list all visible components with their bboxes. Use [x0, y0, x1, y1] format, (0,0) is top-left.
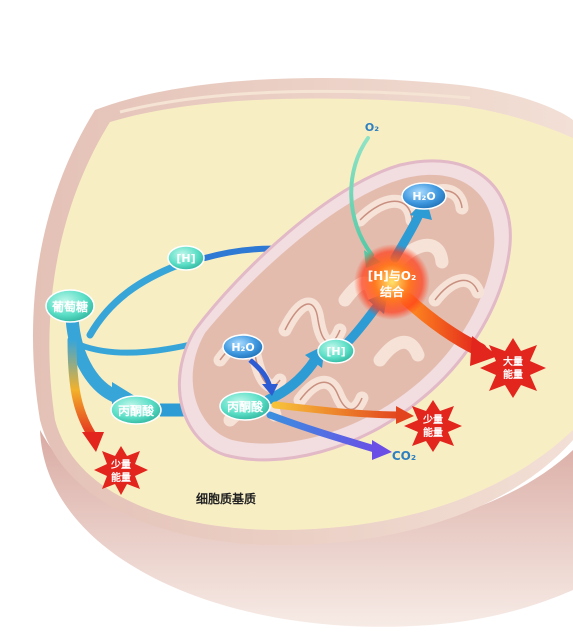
arrowhead-co2 — [372, 440, 392, 460]
label-pyruvate-mito: 丙酮酸 — [227, 399, 264, 414]
arrow-pyruvate-to-h — [263, 355, 320, 405]
node-pyruvate-mito — [219, 391, 271, 421]
node-pyruvate-cytoplasm — [110, 395, 162, 425]
label-large-energy-line2: 能量 — [503, 368, 523, 381]
combine-glow — [354, 244, 430, 320]
label-small-energy-a-line2: 能量 — [111, 471, 131, 484]
mitochondrion — [178, 159, 512, 462]
starburst-small-energy-b — [404, 400, 462, 452]
label-combine-line2: 结合 — [380, 284, 405, 299]
label-small-energy-b-line1: 少量 — [422, 413, 443, 426]
starburst-small-energy-a — [94, 446, 148, 495]
arrow-glucose-to-h — [86, 261, 182, 339]
cell-wall-shadow — [40, 430, 573, 627]
label-pyruvate-cytoplasm: 丙酮酸 — [118, 403, 155, 418]
arrow-pyruvate-to-co2 — [266, 411, 382, 454]
node-h-mito — [317, 338, 355, 364]
arrow-pyruvate-to-small-energy — [271, 401, 404, 419]
label-o2: O₂ — [365, 121, 379, 134]
node-h2o-output — [401, 182, 447, 210]
node-glucose — [45, 289, 95, 323]
arrowhead-small-energy-b — [396, 406, 414, 424]
label-co2: CO₂ — [392, 449, 416, 463]
label-combine-line1: [H]与O₂ — [368, 269, 416, 283]
label-h2o-output: H₂O — [412, 190, 435, 203]
starburst-large-energy — [480, 338, 546, 398]
label-cytoplasm: 细胞质基质 — [196, 491, 256, 506]
label-small-energy-b-line2: 能量 — [423, 426, 443, 439]
label-small-energy-a-line1: 少量 — [110, 458, 131, 471]
label-h-cytoplasm: [H] — [176, 252, 195, 265]
node-h-cytoplasm — [167, 245, 205, 271]
arrowhead-large-energy — [470, 336, 498, 366]
label-h2o-input: H₂O — [231, 341, 254, 354]
arrowhead-small-energy-a — [82, 432, 104, 452]
node-h2o-input — [222, 334, 264, 360]
arrow-o2-to-combine — [349, 136, 374, 257]
rim-highlight — [119, 89, 471, 114]
label-h-mito: [H] — [326, 345, 345, 358]
arrowhead-h2o-in — [262, 384, 278, 396]
label-large-energy-line1: 大量 — [503, 355, 523, 368]
label-glucose: 葡萄糖 — [51, 299, 88, 314]
